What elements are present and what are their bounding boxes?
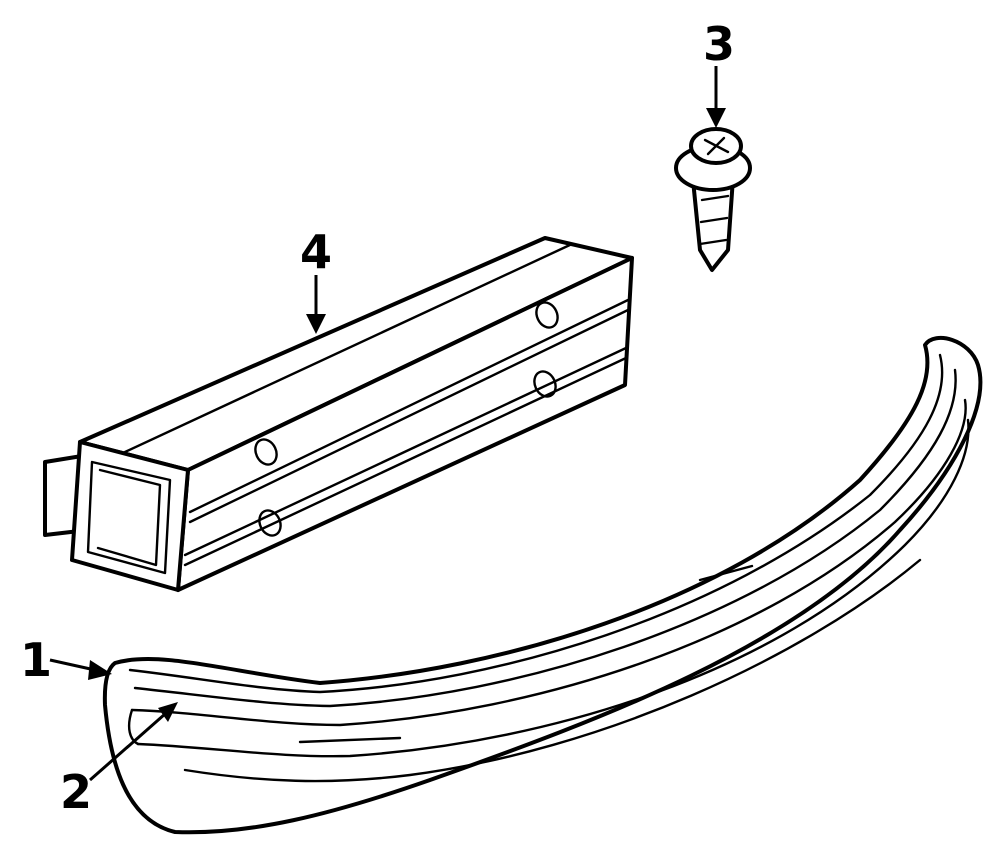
channel-hole [254, 438, 278, 466]
callout-3: 3 [703, 17, 735, 128]
channel-hole [533, 370, 557, 398]
callout-number: 4 [300, 225, 332, 279]
screw [674, 127, 752, 272]
bumper-reinforcement-channel [43, 236, 634, 592]
callout-number: 3 [703, 17, 735, 71]
bumper-cover [102, 335, 983, 835]
channel-hole [535, 301, 559, 329]
callout-1: 1 [20, 633, 112, 687]
callout-2: 2 [60, 702, 178, 819]
callout-number: 1 [20, 633, 52, 687]
channel-hole [258, 509, 282, 537]
channel-opening [86, 460, 172, 575]
bumper-cover-outline [102, 335, 983, 835]
channel-end-face [70, 440, 190, 592]
phillips-cross-icon [703, 136, 730, 156]
impact-strip [130, 398, 967, 727]
callout-4: 4 [300, 225, 332, 334]
callout-number: 2 [60, 765, 92, 819]
